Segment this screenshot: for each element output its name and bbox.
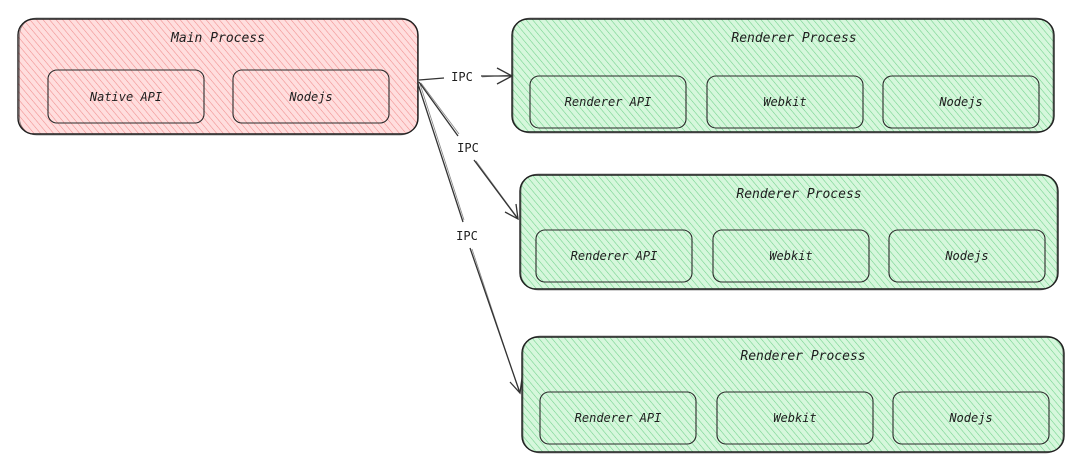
main-process-title: Main Process <box>170 31 265 46</box>
renderer-process-title: Renderer Process <box>736 187 861 202</box>
renderer-module-label: Renderer API <box>565 95 652 109</box>
renderer-module-box <box>712 229 870 283</box>
renderer-module-label: Webkit <box>769 249 812 263</box>
ipc-arrowhead <box>496 67 514 85</box>
renderer-process-title: Renderer Process <box>740 349 865 364</box>
ipc-arrow-2: IPC <box>418 81 519 221</box>
ipc-arrow-line <box>417 83 464 223</box>
renderer-module-box <box>706 75 864 129</box>
main-module-label: Native API <box>89 90 162 104</box>
ipc-label: IPC <box>456 229 478 243</box>
ipc-arrow-line-sketch <box>420 82 460 135</box>
renderer-module-label: Webkit <box>763 95 806 109</box>
renderer-module-webkit: Webkit <box>716 391 874 445</box>
renderer-process-1: Renderer Process Renderer API Webkit Nod… <box>511 17 1055 134</box>
renderer-module-nodejs: Nodejs <box>892 391 1050 445</box>
renderer-module-box <box>888 229 1046 283</box>
renderer-module-nodejs: Nodejs <box>882 75 1040 129</box>
renderer-module-label: Nodejs <box>948 411 992 425</box>
main-process: Main Process Native API Nodejs <box>17 17 419 136</box>
renderer-process-title: Renderer Process <box>731 31 856 46</box>
main-process-border <box>17 18 419 135</box>
renderer-module-webkit: Webkit <box>706 75 864 129</box>
renderer-module-label: Renderer API <box>575 411 662 425</box>
main-module-box <box>47 69 205 124</box>
ipc-arrow-line-sketch <box>471 248 520 392</box>
renderer-module-box <box>716 391 874 445</box>
ipc-arrow-line-sketch <box>419 83 465 221</box>
renderer-process-2: Renderer Process Renderer API Webkit Nod… <box>519 173 1059 291</box>
renderer-module-label: Webkit <box>773 411 816 425</box>
ipc-label: IPC <box>451 70 473 84</box>
main-module-native-api: Native API <box>47 69 205 124</box>
renderer-process-3: Renderer Process Renderer API Webkit Nod… <box>521 335 1065 454</box>
ipc-arrow-line-sketch <box>481 74 512 78</box>
renderer-module-box <box>539 391 697 445</box>
renderer-module-box <box>529 75 687 129</box>
renderer-module-box <box>535 229 693 283</box>
renderer-process-border-sketch <box>522 335 1064 454</box>
ipc-arrow-line-sketch <box>475 160 518 218</box>
renderer-module-renderer-api: Renderer API <box>535 229 693 283</box>
ipc-arrow-line <box>418 77 445 81</box>
main-process-border-sketch <box>19 17 418 136</box>
renderer-module-label: Renderer API <box>571 249 658 263</box>
ipc-arrowhead <box>509 377 523 395</box>
ipc-arrow-line <box>418 81 459 137</box>
renderer-module-label: Nodejs <box>944 249 988 263</box>
renderer-module-label: Nodejs <box>938 95 982 109</box>
renderer-module-box <box>892 391 1050 445</box>
main-module-label: Nodejs <box>288 90 332 104</box>
renderer-process-fill <box>520 175 1058 289</box>
renderer-process-fill <box>522 337 1064 452</box>
ipc-arrow-line <box>473 159 519 220</box>
renderer-module-webkit: Webkit <box>712 229 870 283</box>
renderer-module-renderer-api: Renderer API <box>529 75 687 129</box>
renderer-module-nodejs: Nodejs <box>888 229 1046 283</box>
renderer-process-border-sketch <box>512 17 1054 134</box>
main-process-fill <box>18 19 418 134</box>
renderer-module-box <box>882 75 1040 129</box>
main-module-box <box>232 69 390 124</box>
renderer-process-border <box>519 174 1059 290</box>
renderer-process-border-sketch <box>520 173 1058 291</box>
renderer-process-border <box>521 336 1065 453</box>
ipc-arrowhead <box>504 203 519 221</box>
main-module-nodejs: Nodejs <box>232 69 390 124</box>
ipc-arrow-3: IPC <box>417 83 523 395</box>
ipc-label: IPC <box>457 141 479 155</box>
ipc-arrow-1: IPC <box>418 67 514 85</box>
renderer-module-renderer-api: Renderer API <box>539 391 697 445</box>
